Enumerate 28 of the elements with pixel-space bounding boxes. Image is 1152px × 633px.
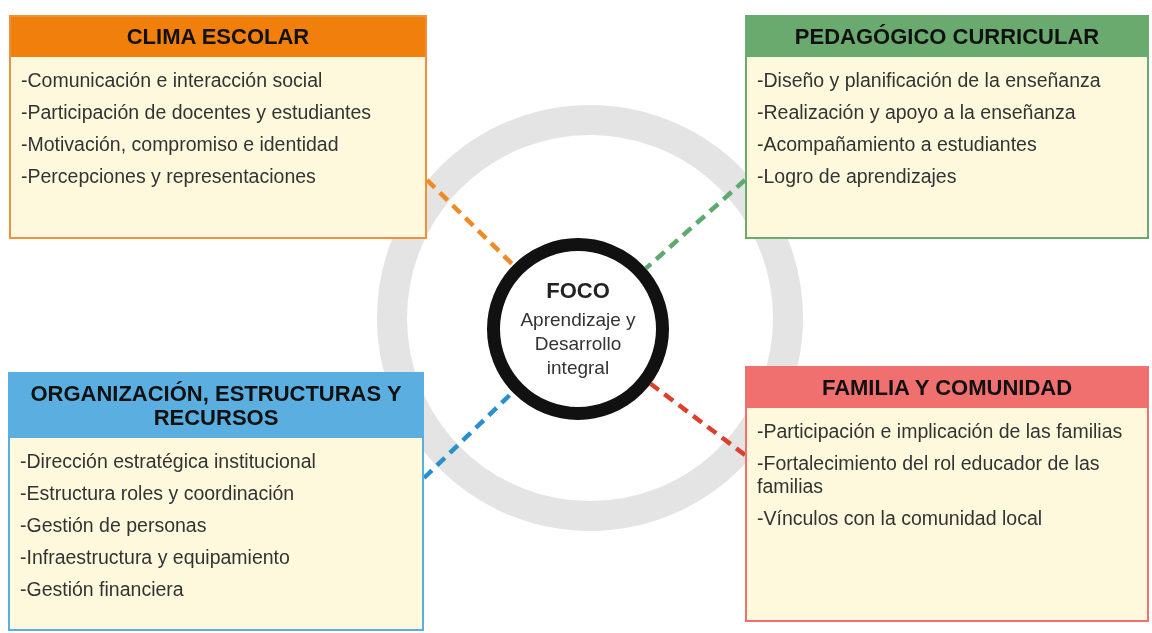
- list-item: -Participación e implicación de las familias: [757, 420, 1124, 444]
- category-box: [745, 15, 1149, 239]
- circle-title: FOCO: [546, 278, 610, 305]
- list-item: -Motivación, compromiso e identidad: [21, 133, 340, 157]
- list-item: -Gestión de personas: [20, 514, 208, 538]
- category-box: [8, 372, 424, 631]
- box-header: ORGANIZACIÓN, ESTRUCTURAS Y RECURSOS: [10, 374, 422, 439]
- list-item: -Estructura roles y coordinación: [20, 482, 296, 506]
- list-item: -Infraestructura y equipamiento: [20, 546, 291, 570]
- list-item: -Fortalecimiento del rol educador de las familias: [757, 452, 1101, 499]
- dashed-connector: [649, 382, 747, 457]
- dashed-connector: [644, 178, 747, 271]
- category-box: [745, 366, 1149, 622]
- list-item: -Dirección estratégica institucional: [20, 450, 317, 474]
- list-item: -Vínculos con la comunidad local: [757, 507, 1044, 531]
- list-item: -Acompañamiento a estudiantes: [757, 133, 1038, 157]
- list-item: -Diseño y planificación de la enseñanza: [757, 69, 1102, 93]
- circle-text: Aprendizaje y Desarrollo integral: [519, 308, 637, 380]
- list-item: -Comunicación e interacción social: [21, 69, 324, 93]
- box-header: CLIMA ESCOLAR: [11, 17, 425, 58]
- box-header: PEDAGÓGICO CURRICULAR: [747, 17, 1147, 58]
- list-item: -Participación de docentes y estudiantes: [21, 101, 373, 125]
- list-item: -Logro de aprendizajes: [757, 165, 958, 189]
- list-item: -Realización y apoyo a la enseñanza: [757, 101, 1077, 125]
- category-box: [9, 15, 427, 239]
- list-item: -Gestión financiera: [20, 578, 185, 602]
- list-item: -Percepciones y representaciones: [21, 165, 317, 189]
- box-header: FAMILIA Y COMUNIDAD: [747, 368, 1147, 409]
